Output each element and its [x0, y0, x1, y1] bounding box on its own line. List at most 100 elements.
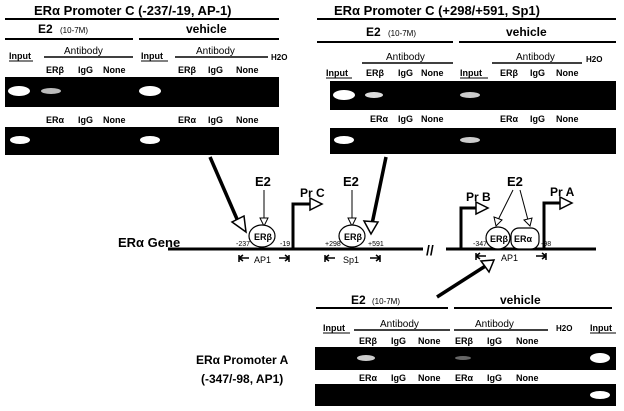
gel-band	[10, 136, 30, 144]
site-name: Sp1	[343, 255, 359, 265]
antibody-label: Antibody	[64, 46, 103, 57]
lane-label: ERα	[46, 115, 65, 125]
antibody-label: Antibody	[380, 319, 419, 330]
gel-strip	[315, 384, 616, 406]
gel-band	[590, 391, 610, 399]
lane-label: IgG	[208, 115, 223, 125]
er-beta-label: ERβ	[344, 232, 363, 242]
lane-label: IgG	[398, 114, 413, 124]
gel-band	[455, 356, 471, 360]
gel-band	[460, 137, 480, 143]
panel-title: ERα Promoter C (+298/+591, Sp1)	[334, 3, 540, 18]
lane-label: ERβ	[455, 336, 474, 346]
lane-label: ERα	[178, 115, 197, 125]
e2-concentration: (10-7M)	[60, 26, 88, 35]
lane-label: None	[103, 115, 126, 125]
coord-label: +298	[325, 241, 341, 248]
gel-band	[460, 92, 480, 98]
vehicle-header: vehicle	[186, 22, 227, 36]
promoter-b-label: Pr B	[466, 190, 491, 204]
promoter-a-arrow	[542, 201, 562, 249]
er-beta-label: ERβ	[490, 234, 509, 244]
coord-label: -237	[236, 241, 250, 248]
vehicle-header: vehicle	[506, 25, 547, 39]
coord-label: -98	[541, 241, 551, 248]
panel-promoter-c-sp1: ERα Promoter C (+298/+591, Sp1) E2 (10-7…	[317, 3, 616, 154]
input-label: Input	[141, 51, 163, 61]
lane-label: ERα	[370, 114, 389, 124]
promoter-b-arrow	[459, 206, 478, 249]
gene-schematic: ERα Gene // Pr C Pr B Pr A E2 E2 E2 ERβ …	[118, 156, 596, 299]
gene-label: ERα Gene	[118, 235, 180, 250]
h2o-label: H2O	[556, 324, 572, 333]
site-name: AP1	[254, 255, 271, 265]
panel-title: ERα Promoter A	[196, 353, 289, 367]
lane-label: ERβ	[359, 336, 378, 346]
lane-label: ERβ	[178, 65, 197, 75]
promoter-c-label: Pr C	[300, 186, 325, 200]
coord-label: +591	[368, 241, 384, 248]
antibody-label: Antibody	[516, 52, 555, 63]
gel-band	[590, 353, 610, 363]
lane-label: IgG	[530, 114, 545, 124]
lane-label: None	[556, 68, 579, 78]
lane-label: None	[421, 114, 444, 124]
gel-band	[357, 355, 375, 361]
connector-arrow	[208, 156, 242, 227]
lane-label: None	[236, 115, 259, 125]
input-label: Input	[460, 68, 482, 78]
input-label: Input	[590, 323, 612, 333]
er-beta-receptor	[338, 224, 366, 248]
er-beta-receptor	[485, 226, 511, 250]
input-label: Input	[326, 68, 348, 78]
e2-label: E2	[507, 174, 523, 189]
e2-label: E2	[343, 174, 359, 189]
promoter-c-arrow	[291, 202, 312, 249]
lane-label: IgG	[530, 68, 545, 78]
lane-label: ERβ	[366, 68, 385, 78]
lane-label: IgG	[391, 336, 406, 346]
e2-concentration: (10-7M)	[388, 29, 416, 38]
gel-band	[41, 88, 61, 94]
input-label: Input	[323, 323, 345, 333]
lane-label: None	[556, 114, 579, 124]
lane-label: IgG	[487, 336, 502, 346]
lane-label: IgG	[391, 373, 406, 383]
gel-band	[365, 92, 383, 98]
panel-subtitle: (-347/-98, AP1)	[201, 372, 283, 386]
coord-label: -347	[473, 241, 487, 248]
vehicle-header: vehicle	[500, 293, 541, 307]
lane-label: None	[516, 373, 539, 383]
e2-concentration: (10-7M)	[372, 297, 400, 306]
connector-arrow	[370, 156, 388, 225]
er-beta-label: ERβ	[254, 232, 273, 242]
site-name: AP1	[501, 253, 518, 263]
antibody-label: Antibody	[475, 319, 514, 330]
er-alpha-label: ERα	[514, 234, 533, 244]
gel-band	[139, 86, 161, 96]
e2-header: E2	[38, 22, 53, 36]
panel-promoter-a-ap1: E2 (10-7M) vehicle Input Antibody Antibo…	[196, 293, 616, 406]
lane-label: ERα	[455, 373, 474, 383]
e2-header: E2	[366, 25, 381, 39]
lane-label: ERβ	[500, 68, 519, 78]
h2o-label: H2O	[271, 53, 287, 62]
lane-label: None	[418, 373, 441, 383]
gel-band	[333, 90, 355, 100]
lane-label: IgG	[78, 115, 93, 125]
gel-band	[334, 136, 354, 144]
er-beta-receptor	[248, 224, 276, 248]
panel-promoter-c-ap1: ERα Promoter C (-237/-19, AP-1) E2 (10-7…	[5, 3, 287, 155]
antibody-label: Antibody	[386, 52, 425, 63]
h2o-label: H2O	[586, 55, 602, 64]
lane-label: IgG	[487, 373, 502, 383]
break-mark: //	[426, 242, 434, 258]
promoter-a-label: Pr A	[550, 185, 575, 199]
gel-band	[8, 86, 30, 96]
lane-label: IgG	[398, 68, 413, 78]
lane-label: None	[236, 65, 259, 75]
lane-label: None	[421, 68, 444, 78]
lane-label: ERβ	[46, 65, 65, 75]
connector-arrow	[436, 263, 488, 299]
